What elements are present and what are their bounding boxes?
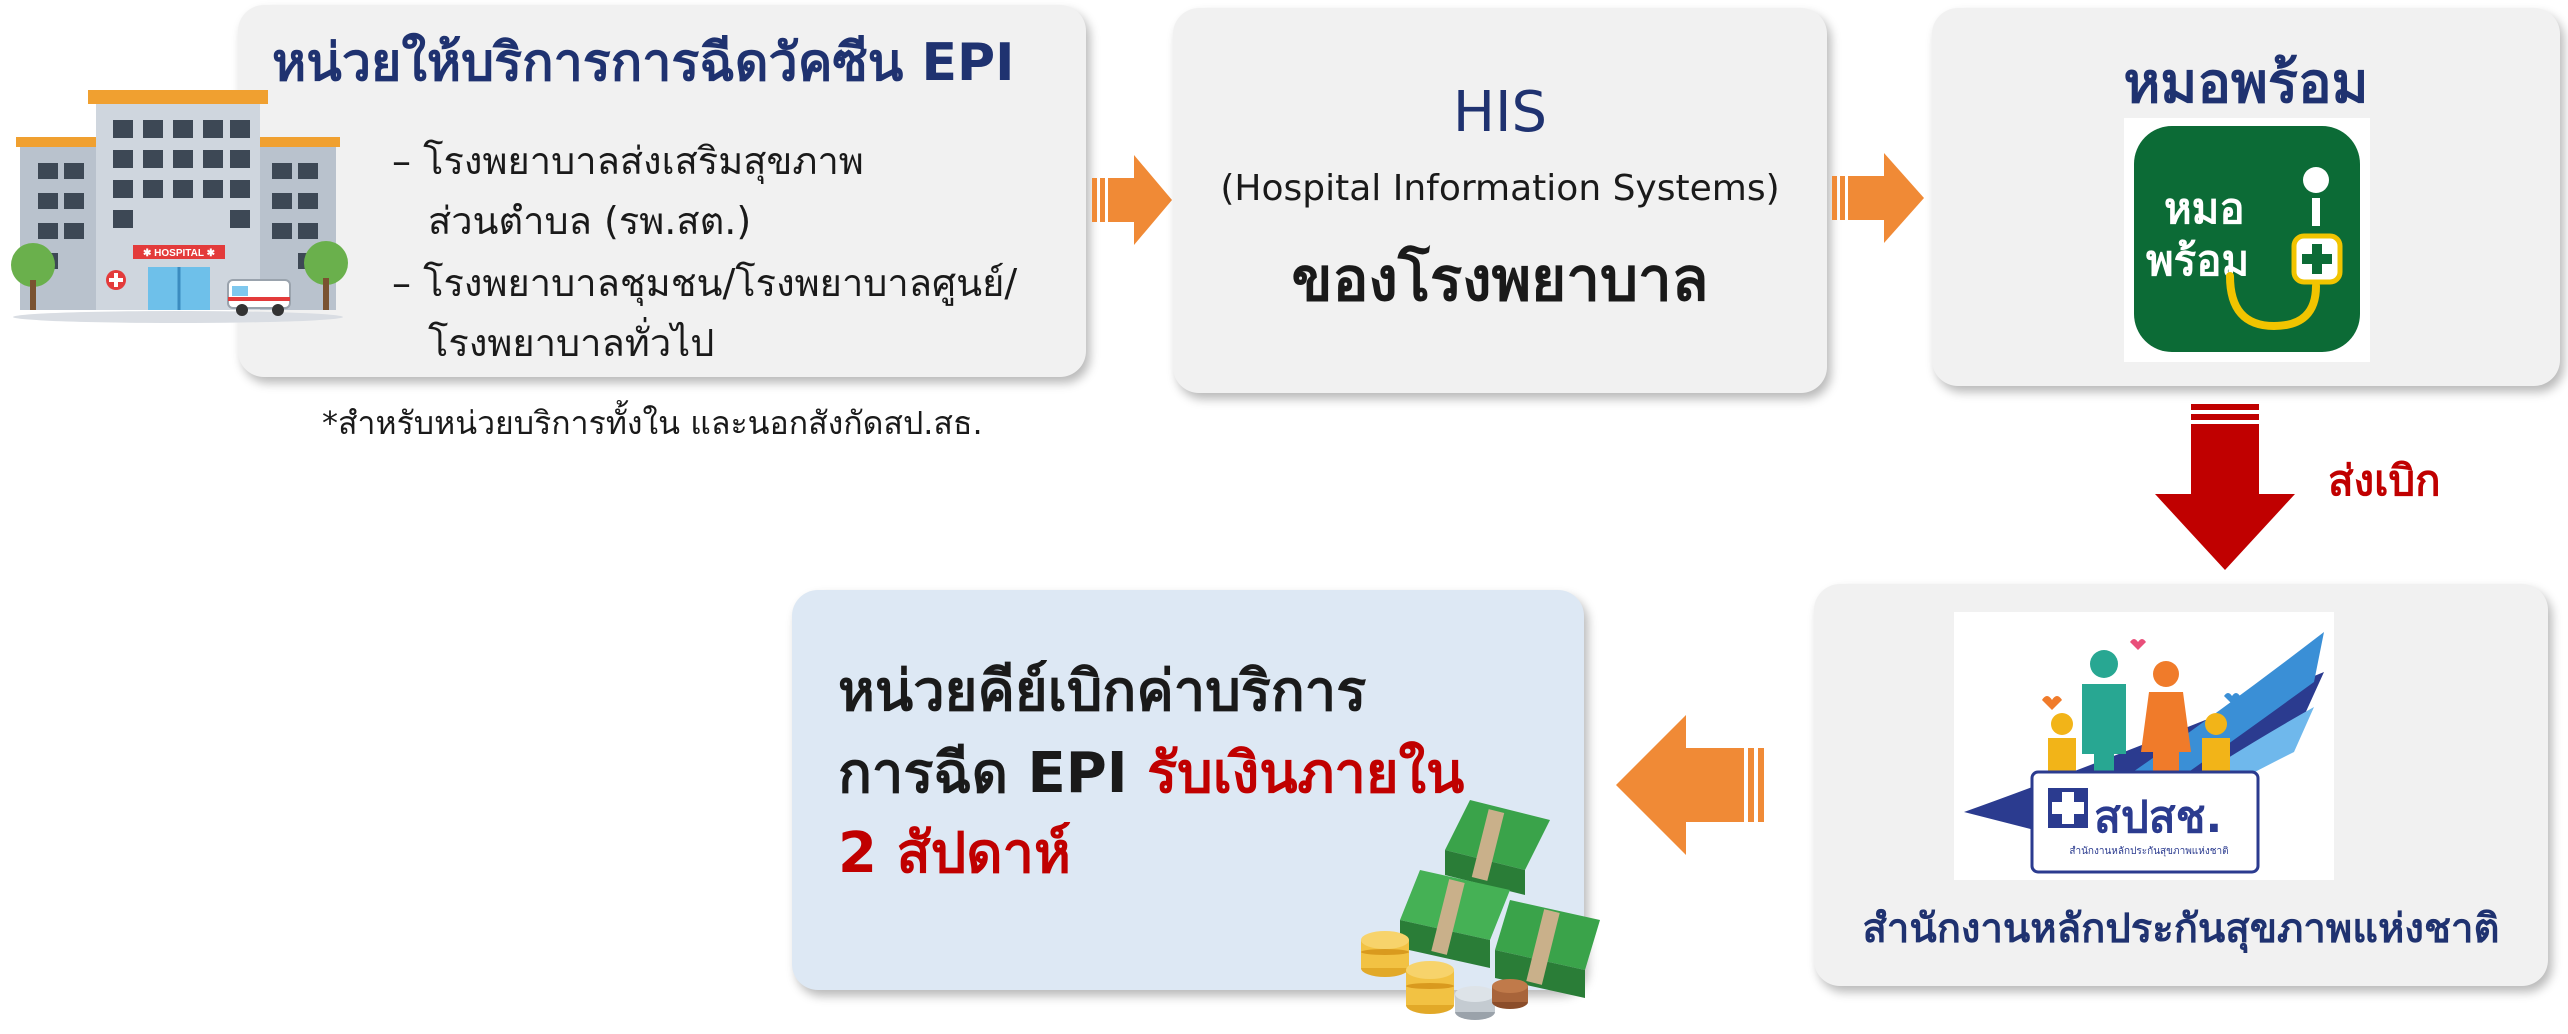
service-unit-footnote: *สำหรับหน่วยบริการทั้งใน และนอกสังกัดสป.… [322, 404, 983, 442]
epi-service-unit-card [238, 5, 1086, 377]
submit-claim-label: ส่งเบิก [2328, 456, 2441, 505]
nhso-logo-subtext: สำนักงานหลักประกันสุขภาพแห่งชาติ [2069, 846, 2229, 857]
stethoscope-icon [2134, 126, 2360, 352]
his-title: HIS [1452, 80, 1548, 145]
his-hospital-label: ของโรงพยาบาล [1291, 245, 1709, 315]
hospital-sign-text: ✱ HOSPITAL ✱ [143, 248, 216, 259]
claim-result-line-2: การฉีด EPI รับเงินภายใน [838, 728, 1464, 817]
claim-result-duration: 2 สัปดาห์ [838, 821, 1071, 886]
mor-prom-title: หมอพร้อม [2123, 51, 2369, 116]
epi-service-unit-title: หน่วยให้บริการการฉีดวัคซีน EPI [272, 33, 1015, 93]
flow-arrow-1-icon [1092, 150, 1172, 250]
his-subtitle: (Hospital Information Systems) [1220, 168, 1780, 209]
mor-prom-app-logo: หมอ พร้อม [2124, 118, 2370, 362]
hospital-building-icon: ✱ HOSPITAL ✱ [8, 85, 348, 325]
service-unit-item-2-cont: โรงพยาบาลทั่วไป [428, 321, 715, 365]
his-card [1173, 8, 1827, 393]
flow-arrow-2-icon [1832, 148, 1924, 248]
service-unit-item-1-cont: ส่วนตำบล (รพ.สต.) [428, 199, 752, 243]
money-stack-icon [1350, 790, 1620, 1030]
claim-result-line-2-prefix: การฉีด EPI [838, 741, 1148, 806]
claim-result-line-1: หน่วยคีย์เบิกค่าบริการ [838, 659, 1367, 724]
service-unit-item-2: – โรงพยาบาลชุมชน/โรงพยาบาลศูนย์/ [392, 261, 1018, 305]
submit-claim-arrow-icon [2155, 404, 2295, 570]
nhso-logo: สปสช. สำนักงานหลักประกันสุขภาพแห่งชาติ [1954, 612, 2334, 880]
mor-prom-logo-text-1: หมอ [2164, 184, 2245, 233]
nhso-logo-text: สปสช. [2094, 792, 2223, 843]
nhso-caption: สำนักงานหลักประกันสุขภาพแห่งชาติ [1862, 906, 2500, 952]
claim-result-highlight: รับเงินภายใน [1147, 741, 1465, 806]
service-unit-item-1: – โรงพยาบาลส่งเสริมสุขภาพ [392, 139, 864, 183]
flow-arrow-3-icon [1616, 710, 1768, 860]
